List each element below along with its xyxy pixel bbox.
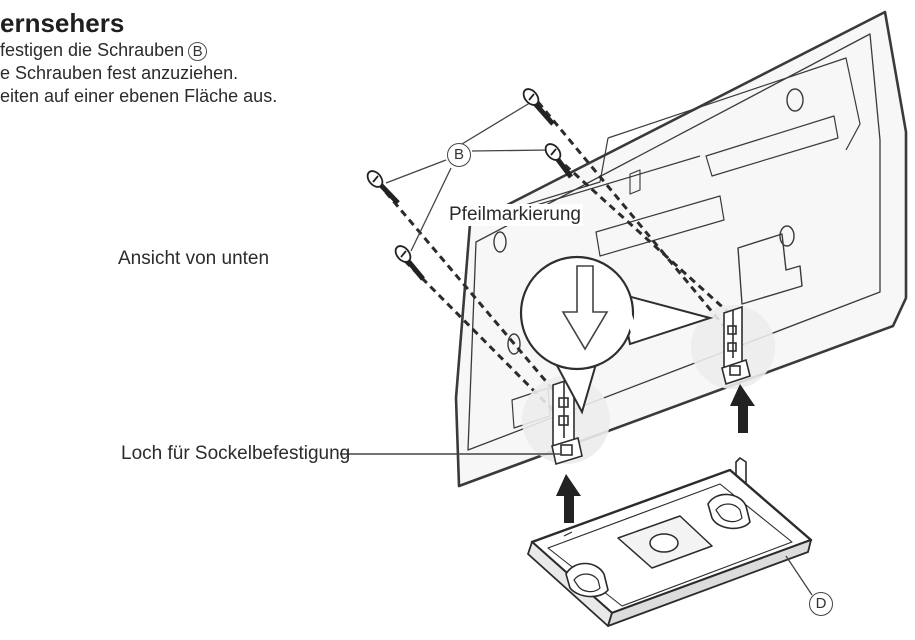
- instruction-screw-circle-label: B: [188, 41, 208, 61]
- screw-2-icon: [544, 143, 573, 179]
- screw-4-icon: [394, 245, 425, 281]
- mounting-bracket-right: [691, 305, 775, 389]
- screw-icon: [366, 88, 573, 281]
- arrow-mark-label: Pfeilmarkierung: [447, 204, 583, 226]
- screw-3-icon: [366, 170, 400, 205]
- stand-base: [527, 457, 813, 627]
- instruction-line-1-text: festigen die Schrauben: [0, 40, 185, 60]
- screw-1-icon: [522, 88, 555, 126]
- screw-callout-leader-lines: [385, 100, 551, 252]
- down-arrow-icon: [561, 265, 609, 351]
- base-callout-leader-line: [785, 555, 813, 596]
- mounting-bracket-left: [522, 376, 610, 466]
- stand-hole-label: Loch für Sockelbefestigung: [121, 443, 351, 464]
- up-arrow-right: [730, 384, 755, 433]
- screw-path-lines: [376, 101, 741, 418]
- up-arrow-left: [556, 474, 581, 523]
- instruction-line-2: e Schrauben fest anzuziehen.: [0, 63, 239, 83]
- zoom-bubble: [519, 255, 714, 415]
- instruction-line-3: eiten auf einer ebenen Fläche aus.: [0, 86, 278, 106]
- screw-callout-label: B: [447, 143, 471, 167]
- base-callout-label: D: [809, 592, 833, 616]
- up-arrow-icon: [556, 384, 755, 523]
- section-heading: ernsehers: [0, 8, 125, 38]
- bottom-view-label: Ansicht von unten: [118, 248, 270, 269]
